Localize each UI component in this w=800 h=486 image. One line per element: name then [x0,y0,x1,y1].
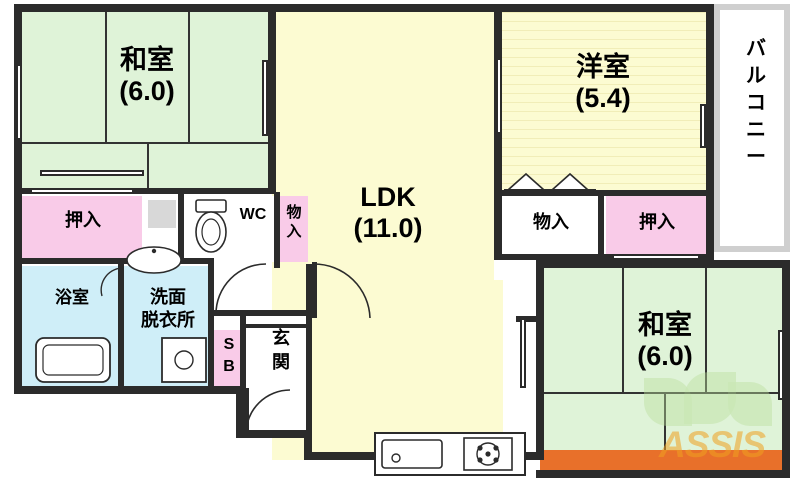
label-senmen: 洗面 脱衣所 [141,287,195,331]
window-symbol [40,170,144,176]
sink-fixture [126,246,182,274]
wall [268,4,500,12]
label-sb: S B [223,336,235,375]
door-swing-ldk [312,262,371,319]
tatami-line [622,268,624,392]
window-symbol [778,330,784,400]
room-fill-genkan [244,316,306,434]
wall [494,254,714,260]
label-washitsu-bottom: 和室 (6.0) [637,310,693,372]
wall [536,260,544,460]
label-monoire-left: 物 入 [286,204,302,240]
wall [706,4,714,254]
wall [118,258,124,388]
sliding-door-symbol [504,172,596,191]
wall [494,190,714,196]
wall [14,386,244,394]
window-symbol [700,104,706,148]
block-gray-closet [148,200,176,228]
label-oshiire-right: 押入 [639,212,675,232]
label-ldk: LDK (11.0) [353,182,423,244]
room-fill-monoire-left [280,196,308,262]
wall [14,188,276,194]
label-genkan: 玄 関 [272,328,290,373]
tatami-line [188,10,190,142]
room-fill-ldk-extra [303,280,503,460]
washer-pan [161,337,207,383]
room-fill-monoire-right [500,196,600,258]
wall [236,386,244,438]
toilet-fixture [195,199,227,253]
label-oshiire-left: 押入 [65,210,101,230]
flooring-hatch [500,12,706,190]
room-fill-sb [214,330,244,388]
closet-door-line [612,254,700,260]
wall [494,4,714,12]
wall [274,192,280,268]
wall [208,258,214,388]
door-swing-washroom [214,263,267,315]
wall [240,324,310,328]
wall [536,260,790,268]
room-fill-oshiire-right [606,196,706,258]
wall [782,260,790,478]
door-swing-bath [100,267,125,297]
tatami-line [705,268,707,392]
closet-door-line [30,188,134,194]
label-monoire-right: 物入 [533,212,569,232]
balcony-wall [714,4,720,252]
wall [536,470,790,478]
tatami-line [105,10,107,142]
wall [240,312,246,392]
wall [14,4,22,394]
label-yoshitsu: 洋室 (5.4) [575,52,631,114]
window-symbol [262,60,268,136]
wall [178,192,184,264]
door-swing-entrance [244,388,291,435]
wall [304,430,312,460]
wall [14,4,276,12]
label-yokushitsu: 浴室 [55,288,89,307]
tatami-line [147,142,149,190]
label-washitsu-top: 和室 (6.0) [119,45,175,107]
wall [598,192,604,256]
wall [268,4,276,194]
wall [306,264,312,436]
balcony-wall [714,246,790,252]
balcony-wall [714,4,790,10]
window-symbol [520,318,526,388]
window-symbol [16,64,22,140]
wall [14,258,214,264]
bathtub-fixture [35,337,111,383]
label-wc: WC [239,206,267,223]
balcony-wall [784,4,790,252]
wall [494,190,502,260]
label-balcony: バ ル コ ニ ー [746,38,766,168]
balcony-hatch [722,10,788,250]
tatami-line [664,392,666,450]
room-fill-oshiire-left [22,196,142,258]
window-symbol [496,58,502,134]
wall [516,316,542,322]
wall [236,430,312,438]
kitchen-counter [374,432,526,476]
